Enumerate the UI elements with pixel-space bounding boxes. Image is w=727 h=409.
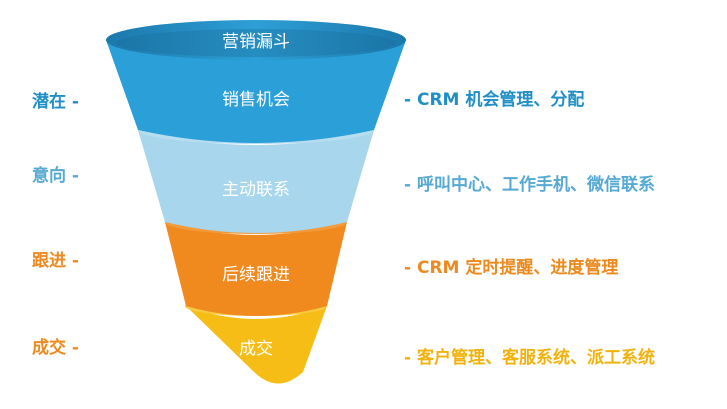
right-label-crm-reminder: - CRM 定时提醒、进度管理 xyxy=(404,258,619,278)
stage-label-deal: 成交 xyxy=(239,339,273,359)
funnel-segment-contact xyxy=(138,130,374,233)
funnel-rim xyxy=(106,20,406,60)
stage-label-contact: 主动联系 xyxy=(222,180,290,200)
funnel-segment-deal xyxy=(186,306,327,384)
funnel-segment-followup xyxy=(165,222,347,316)
right-label-crm-opportunity: - CRM 机会管理、分配 xyxy=(404,90,585,110)
right-label-call-center: - 呼叫中心、工作手机、微信联系 xyxy=(404,175,655,195)
funnel-title: 营销漏斗 xyxy=(222,32,290,52)
left-label-intent: 意向 - xyxy=(32,166,79,186)
funnel-segment-opportunity xyxy=(106,40,406,143)
left-label-potential: 潜在 - xyxy=(32,92,79,112)
left-label-followup: 跟进 - xyxy=(32,251,79,271)
stage-label-opportunity: 销售机会 xyxy=(222,90,290,110)
left-label-deal: 成交 - xyxy=(32,338,79,358)
stage-label-followup: 后续跟进 xyxy=(222,265,290,285)
right-label-customer-mgmt: - 客户管理、客服系统、派工系统 xyxy=(404,348,655,368)
funnel-rim-inner xyxy=(116,29,396,57)
